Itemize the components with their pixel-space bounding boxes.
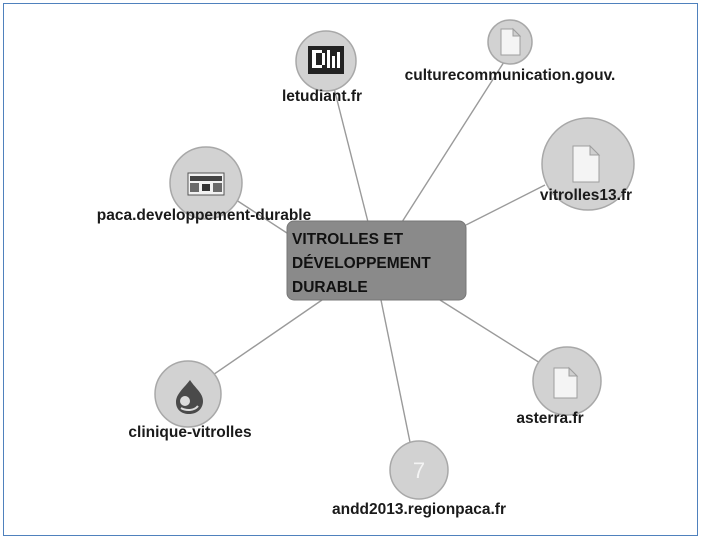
document-icon bbox=[572, 144, 601, 183]
document-icon bbox=[500, 27, 522, 56]
document-icon bbox=[553, 366, 579, 399]
edge-asterra bbox=[439, 299, 557, 374]
node-andd[interactable]: 7 andd2013.regionpaca.fr bbox=[332, 440, 506, 518]
edge-letudiant bbox=[333, 87, 369, 223]
node-bubble bbox=[389, 440, 449, 500]
node-vitrolles13[interactable]: vitrolles13.fr bbox=[540, 117, 635, 211]
node-label: andd2013.regionpaca.fr bbox=[332, 501, 506, 518]
hub-box bbox=[286, 220, 467, 301]
node-label: vitrolles13.fr bbox=[540, 187, 632, 204]
hub-title-line-2: DÉVELOPPEMENT bbox=[292, 255, 431, 272]
hub-node[interactable]: VITROLLES ET DÉVELOPPEMENT DURABLE bbox=[286, 220, 467, 301]
letudiant-logo-icon bbox=[308, 46, 344, 74]
site-thumbnail-icon bbox=[187, 172, 225, 196]
node-label: letudiant.fr bbox=[282, 88, 362, 105]
edge-paca bbox=[229, 195, 291, 236]
node-culture[interactable]: culturecommunication.gouv. bbox=[405, 19, 616, 84]
edge-vitrolles13 bbox=[465, 184, 546, 226]
svg-text:7: 7 bbox=[413, 458, 425, 483]
hub-title-line-3: DURABLE bbox=[292, 279, 368, 296]
node-asterra[interactable]: asterra.fr bbox=[516, 346, 602, 427]
node-letudiant[interactable]: letudiant.fr bbox=[282, 30, 362, 105]
seven-badge-icon: 7 bbox=[413, 458, 425, 483]
node-label: clinique-vitrolles bbox=[128, 424, 251, 441]
hub-title-line-1: VITROLLES ET bbox=[292, 231, 404, 248]
edge-culture bbox=[401, 61, 505, 223]
node-label: paca.developpement-durable bbox=[97, 207, 312, 224]
drupal-drop-icon bbox=[176, 380, 203, 414]
node-label: culturecommunication.gouv. bbox=[405, 67, 616, 84]
node-clinique[interactable]: clinique-vitrolles bbox=[128, 360, 252, 441]
node-paca[interactable]: paca.developpement-durable bbox=[97, 146, 312, 224]
edge-andd bbox=[380, 299, 413, 453]
node-label: asterra.fr bbox=[516, 410, 583, 427]
